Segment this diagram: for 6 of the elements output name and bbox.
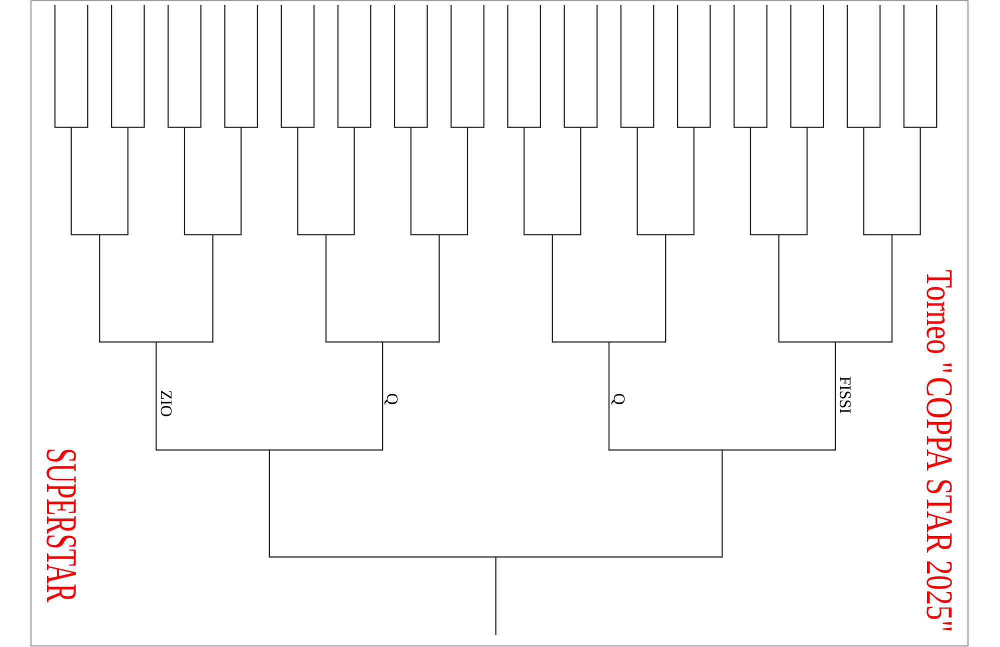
- team-name: ZIO: [160, 390, 172, 416]
- team-name: Q: [611, 394, 625, 405]
- subtitle: SUPERSTAR: [46, 450, 76, 602]
- team-name: FISSI: [840, 376, 851, 414]
- team-name: Q: [384, 394, 398, 405]
- title: Torneo "COPPA STAR 2025": [926, 270, 952, 630]
